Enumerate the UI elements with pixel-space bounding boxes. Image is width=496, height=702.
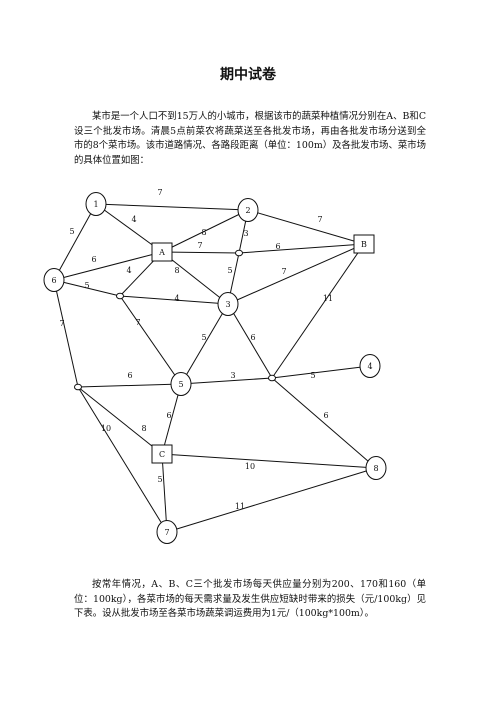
road-3-j4 — [227, 303, 273, 379]
distance-label-2-A: 8 — [201, 228, 206, 237]
road-6-j2 — [53, 279, 121, 297]
road-6-j3 — [53, 279, 79, 388]
road-2-B — [247, 209, 365, 245]
road-junction — [74, 383, 82, 391]
road-j3-5 — [77, 383, 182, 388]
road-C-7 — [161, 453, 168, 533]
distance-label-7-8: 11 — [235, 502, 245, 511]
distance-label-6-j2: 5 — [84, 281, 89, 290]
distance-label-B-j4: 11 — [323, 294, 333, 303]
road-j2-3 — [119, 295, 229, 305]
distance-label-j3-5: 6 — [127, 371, 132, 380]
distance-label-j2-5: 7 — [135, 318, 140, 327]
vegetable-market-8: 8 — [365, 456, 387, 480]
market-label: 3 — [225, 300, 230, 309]
distance-label-C-7: 5 — [157, 475, 162, 484]
wholesale-label: A — [158, 248, 165, 257]
distance-label-j1-3: 5 — [227, 266, 232, 275]
vegetable-market-4: 4 — [359, 354, 381, 378]
market-label: 7 — [164, 528, 169, 537]
vegetable-market-6: 6 — [43, 268, 65, 292]
market-label: 2 — [245, 206, 250, 215]
road-C-8 — [161, 453, 377, 469]
road-2-A — [161, 209, 249, 253]
road-junction — [116, 292, 124, 300]
vegetable-market-5: 5 — [170, 372, 192, 396]
vegetable-market-2: 2 — [237, 198, 259, 222]
distance-label-1-A: 4 — [131, 215, 136, 224]
road-A-3 — [161, 251, 229, 305]
wholesale-label: B — [361, 240, 367, 249]
distance-label-3-5: 5 — [201, 333, 206, 342]
vegetable-market-1: 1 — [85, 192, 107, 216]
road-A-6 — [53, 251, 163, 281]
market-label: 6 — [51, 276, 56, 285]
market-label: 5 — [178, 380, 183, 389]
distance-label-A-3: 8 — [174, 266, 179, 275]
distance-label-C-8: 10 — [245, 462, 255, 471]
distance-label-j3-7: 10 — [101, 424, 111, 433]
road-j1-B — [238, 243, 365, 254]
road-1-2 — [95, 203, 249, 211]
road-1-6 — [53, 203, 97, 281]
intro-paragraph: 某市是一个人口不到15万人的小城市，根据该市的蔬菜种植情况分别在A、B和C设三个… — [74, 111, 426, 166]
distance-label-3-j4: 6 — [250, 333, 255, 342]
road-junction — [235, 249, 243, 257]
distance-label-2-j1: 3 — [243, 229, 248, 238]
vegetable-market-7: 7 — [156, 520, 178, 544]
wholesale-market-B: B — [353, 234, 375, 254]
market-label: 8 — [373, 464, 378, 473]
road-7-8 — [166, 467, 377, 533]
distance-label-2-B: 7 — [317, 215, 322, 224]
distance-label-B-3: 7 — [281, 267, 286, 276]
road-j3-7 — [77, 386, 168, 533]
distance-label-j4-4: 5 — [310, 371, 315, 380]
distance-label-j3-C: 8 — [141, 424, 146, 433]
road-1-A — [95, 203, 163, 253]
distance-label-A-j1: 7 — [197, 241, 202, 250]
distance-label-5-j4: 3 — [230, 371, 235, 380]
road-j4-8 — [271, 377, 377, 469]
supply-paragraph: 按常年情况，A、B、C三个批发市场每天供应量分别为200、170和160（单位：… — [74, 579, 426, 620]
road-B-j4 — [271, 243, 365, 379]
road-5-j4 — [180, 377, 273, 385]
road-j3-C — [77, 386, 163, 455]
distance-label-j4-8: 6 — [323, 411, 328, 420]
distance-label-A-j2: 4 — [126, 266, 131, 275]
road-5-C — [161, 383, 182, 455]
distance-label-5-C: 6 — [166, 411, 171, 420]
road-A-j1 — [161, 251, 240, 254]
distance-label-A-6: 6 — [91, 255, 96, 264]
distance-label-j1-B: 6 — [275, 242, 280, 251]
distance-label-1-2: 7 — [157, 188, 162, 197]
road-j4-4 — [271, 365, 371, 379]
vegetable-market-3: 3 — [217, 292, 239, 316]
market-label: 1 — [93, 200, 98, 209]
wholesale-market-A: A — [151, 242, 173, 262]
road-j2-5 — [119, 295, 182, 385]
road-B-3 — [227, 243, 365, 305]
distance-label-6-j3: 7 — [59, 319, 64, 328]
market-label: 4 — [367, 362, 372, 371]
wholesale-label: C — [159, 450, 165, 459]
road-3-5 — [180, 303, 229, 385]
exam-title: 期中试卷 — [220, 67, 276, 83]
wholesale-market-C: C — [151, 444, 173, 464]
distance-label-j2-3: 4 — [174, 294, 179, 303]
distance-label-1-6: 5 — [69, 227, 74, 236]
road-junction — [268, 374, 276, 382]
